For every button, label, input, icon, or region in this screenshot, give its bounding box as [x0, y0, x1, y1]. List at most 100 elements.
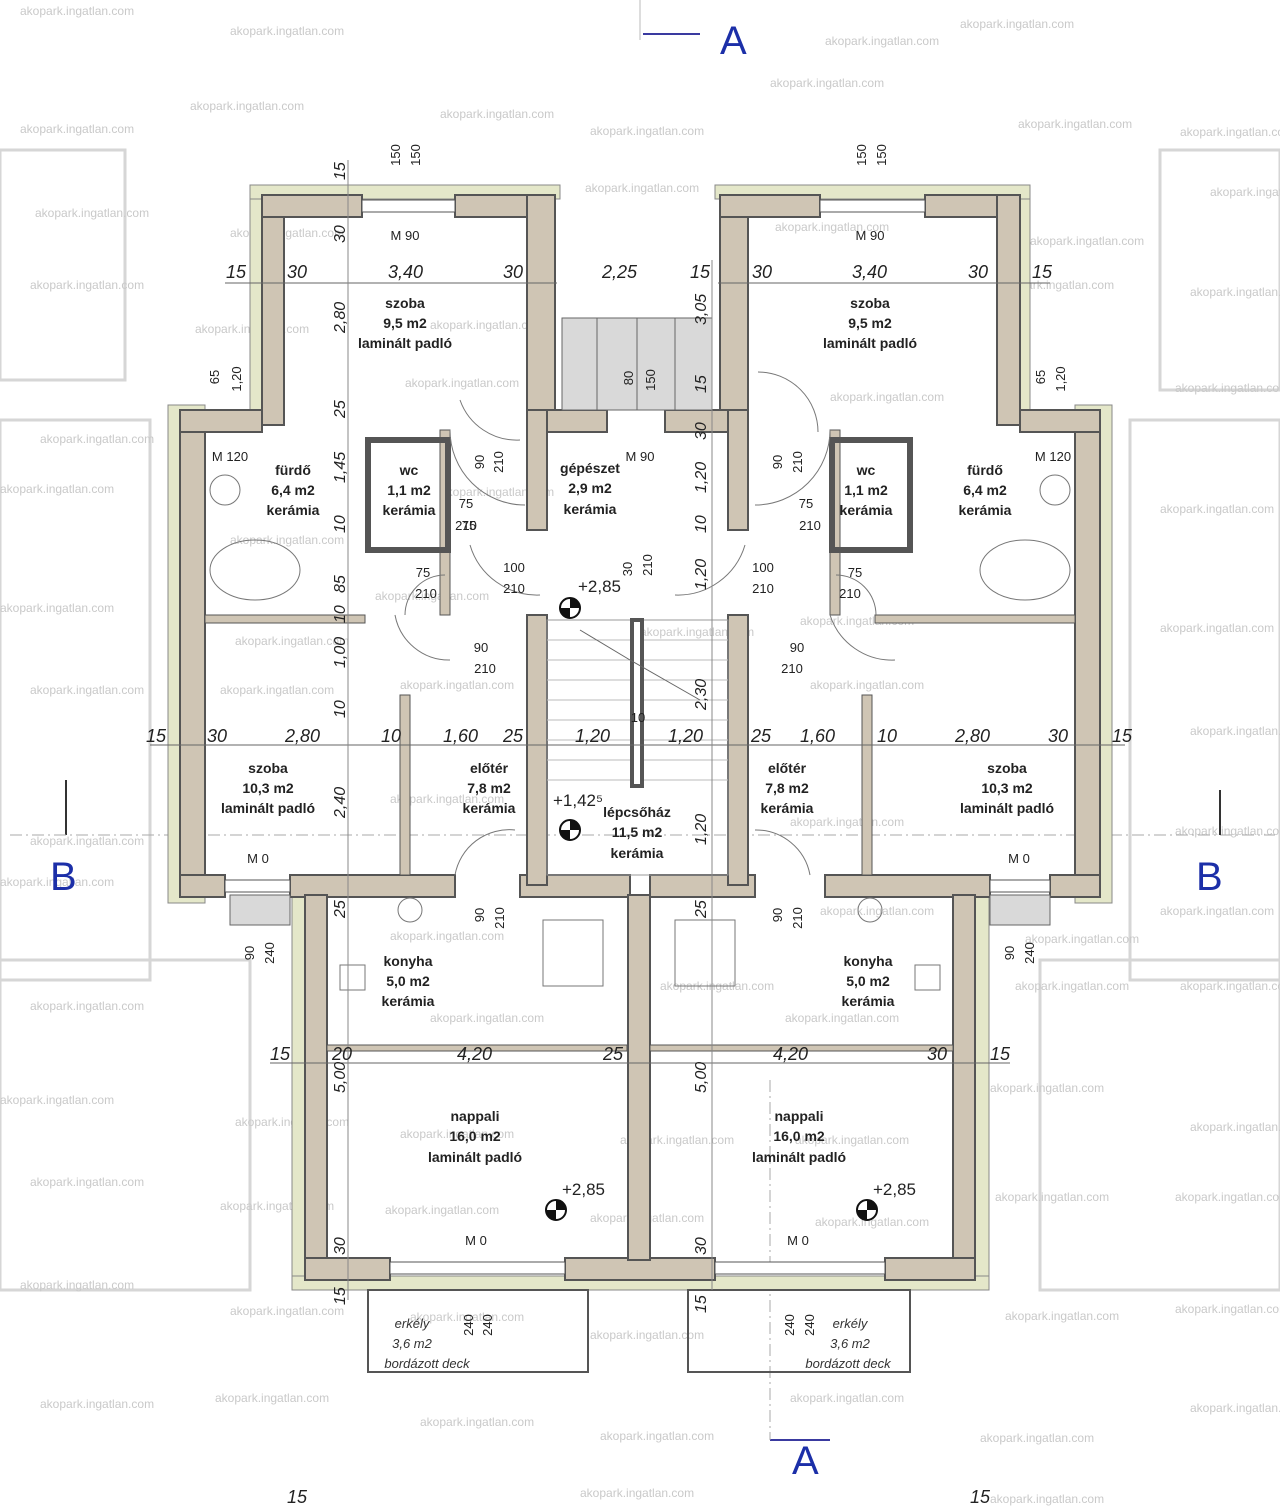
svg-text:4,20: 4,20	[773, 1044, 808, 1064]
svg-text:30: 30	[1048, 726, 1068, 746]
room-l-szoba2-area: 10,3 m2	[242, 780, 294, 796]
svg-text:1,20: 1,20	[668, 726, 703, 746]
svg-text:akopark.ingatlan.com: akopark.ingatlan.com	[430, 318, 544, 332]
svg-text:240: 240	[782, 1314, 797, 1336]
svg-text:akopark.ingatlan.com: akopark.ingatlan.com	[590, 124, 704, 138]
svg-text:10: 10	[381, 726, 401, 746]
svg-text:150: 150	[874, 144, 889, 166]
room-l-szoba2-name: szoba	[248, 760, 288, 776]
svg-text:akopark.ingatlan.com: akopark.ingatlan.com	[230, 24, 344, 38]
svg-text:100: 100	[503, 560, 525, 575]
svg-text:75: 75	[459, 496, 473, 511]
svg-text:akopark.ingatlan.com: akopark.ingatlan.com	[830, 390, 944, 404]
svg-text:akopark.ingatlan.com: akopark.ingatlan.com	[0, 875, 114, 889]
room-gepeszet-floor: kerámia	[564, 501, 617, 517]
level-top: +2,85	[578, 577, 621, 596]
svg-text:akopark.ingatlan.com: akopark.ingatlan.com	[0, 601, 114, 615]
room-r-konyha-floor: kerámia	[842, 993, 895, 1009]
svg-text:akopark.ingatlan.com: akopark.ingatlan.com	[235, 634, 349, 648]
room-r-nappali-area: 16,0 m2	[773, 1128, 825, 1144]
room-l-erkely-name: erkély	[395, 1316, 431, 1331]
section-a-top: A	[720, 19, 747, 63]
svg-text:akopark.ingatlan.com: akopark.ingatlan.com	[400, 678, 514, 692]
entry-stairs	[561, 317, 713, 411]
svg-text:akopark.ingatlan.com: akopark.ingatlan.com	[420, 1415, 534, 1429]
svg-text:90: 90	[770, 908, 785, 922]
room-r-wc-name: wc	[856, 462, 876, 478]
svg-text:akopark.ingatlan.com: akopark.ingatlan.com	[825, 34, 939, 48]
svg-text:15: 15	[332, 1287, 349, 1305]
svg-text:1,20: 1,20	[1053, 366, 1068, 391]
svg-text:akopark.ingatlan.com: akopark.ingatlan.com	[30, 834, 144, 848]
svg-text:1,60: 1,60	[800, 726, 835, 746]
svg-text:210: 210	[790, 907, 805, 929]
svg-text:akopark.ingatlan.com: akopark.ingatlan.com	[230, 226, 344, 240]
svg-text:15: 15	[693, 1295, 710, 1313]
svg-text:3,40: 3,40	[852, 262, 887, 282]
svg-text:akopark.ingatlan.com: akopark.ingatlan.com	[35, 206, 149, 220]
room-r-eloter-area: 7,8 m2	[765, 780, 809, 796]
level-br: +2,85	[873, 1180, 916, 1199]
svg-text:M 0: M 0	[1008, 851, 1030, 866]
svg-text:15: 15	[1032, 262, 1053, 282]
svg-text:akopark.ingatlan.com: akopark.ingatlan.com	[215, 1391, 329, 1405]
svg-text:30: 30	[332, 1237, 349, 1255]
svg-text:10: 10	[693, 515, 710, 533]
svg-text:akopark.ingatlan.com: akopark.ingatlan.com	[1175, 381, 1280, 395]
svg-text:210: 210	[640, 554, 655, 576]
svg-text:akopark.ingatlan.com: akopark.ingatlan.com	[590, 1328, 704, 1342]
svg-text:akopark.ingatlan.com: akopark.ingatlan.com	[30, 1175, 144, 1189]
svg-text:3,05: 3,05	[693, 294, 710, 325]
svg-text:akopark.ingatlan.com: akopark.ingatlan.com	[20, 122, 134, 136]
svg-text:akopark.ingatlan.com: akopark.ingatlan.com	[1175, 824, 1280, 838]
svg-text:15: 15	[1112, 726, 1133, 746]
svg-text:akopark.ingatlan.com: akopark.ingatlan.com	[990, 1492, 1104, 1506]
svg-text:90: 90	[790, 640, 804, 655]
svg-text:akopark.ingatlan.com: akopark.ingatlan.com	[1030, 234, 1144, 248]
svg-text:90: 90	[770, 455, 785, 469]
svg-text:akopark.ingatlan.com: akopark.ingatlan.com	[20, 1278, 134, 1292]
svg-text:akopark.ingatlan.com: akopark.ingatlan.com	[785, 1011, 899, 1025]
svg-text:akopark.ingatlan.com: akopark.ingatlan.com	[375, 589, 489, 603]
svg-text:15: 15	[990, 1044, 1011, 1064]
room-r-furdo-name: fürdő	[967, 462, 1003, 478]
svg-text:akopark.ingatlan.com: akopark.ingatlan.com	[440, 107, 554, 121]
svg-text:30: 30	[968, 262, 988, 282]
svg-text:akopark.ingatlan.com: akopark.ingatlan.com	[795, 1133, 909, 1147]
svg-text:akopark.ingatlan.com: akopark.ingatlan.com	[440, 485, 554, 499]
section-a-bottom: A	[792, 1439, 819, 1483]
room-r-eloter-name: előtér	[768, 760, 807, 776]
door-swings	[394, 371, 896, 876]
dimension-texts: 15 30 3,40 30 2,25 15 30 3,40 30 15 15 3…	[146, 262, 1133, 1506]
svg-text:akopark.ingatlan.com: akopark.ingatlan.com	[790, 815, 904, 829]
svg-text:10: 10	[877, 726, 897, 746]
svg-text:akopark.ingatlan.com: akopark.ingatlan.com	[585, 181, 699, 195]
svg-text:M 0: M 0	[465, 1233, 487, 1248]
svg-text:akopark.ingatlan.com: akopark.ingatlan.com	[1190, 724, 1280, 738]
room-l-eloter-floor: kerámia	[463, 800, 516, 816]
svg-text:akopark.ingatlan.com: akopark.ingatlan.com	[815, 1215, 929, 1229]
room-l-wc-floor: kerámia	[383, 502, 436, 518]
section-b-right: B	[1196, 855, 1223, 899]
room-gepeszet-name: gépészet	[560, 460, 620, 476]
svg-text:20: 20	[331, 1044, 352, 1064]
svg-text:30: 30	[693, 1237, 710, 1255]
svg-text:akopark.ingatlan.com: akopark.ingatlan.com	[1190, 1401, 1280, 1415]
svg-text:M 120: M 120	[1035, 449, 1071, 464]
svg-text:akopark.ingatlan.com: akopark.ingatlan.com	[220, 683, 334, 697]
room-r-wc-floor: kerámia	[840, 502, 893, 518]
fixtures	[209, 474, 1071, 991]
level-markers	[545, 597, 878, 1221]
room-l-nappali-name: nappali	[450, 1108, 499, 1124]
room-l-furdo-floor: kerámia	[267, 502, 320, 518]
svg-text:90: 90	[242, 946, 257, 960]
svg-text:1,20: 1,20	[229, 366, 244, 391]
svg-text:15: 15	[693, 375, 710, 393]
room-gepeszet-area: 2,9 m2	[568, 480, 612, 496]
svg-text:25: 25	[750, 726, 772, 746]
svg-text:akopark.ingatlan.com: akopark.ingatlan.com	[775, 220, 889, 234]
svg-text:240: 240	[262, 942, 277, 964]
room-r-szoba2-area: 10,3 m2	[981, 780, 1033, 796]
section-lines	[10, 0, 1275, 1441]
room-l-furdo-name: fürdő	[275, 462, 311, 478]
